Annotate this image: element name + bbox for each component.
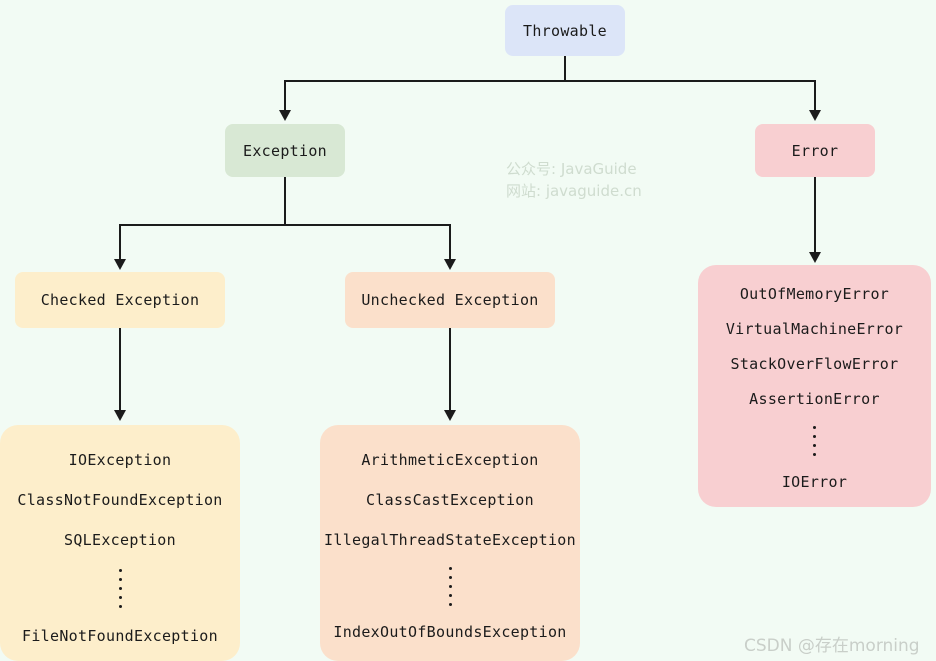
- list-item: VirtualMachineError: [725, 320, 904, 338]
- arrow-checked-to-list: [114, 410, 126, 421]
- node-checked-exception-label: Checked Exception: [40, 291, 200, 309]
- node-unchecked-exception[interactable]: Unchecked Exception: [345, 272, 555, 328]
- list-item: IOError: [781, 473, 848, 491]
- edge-to-checked: [119, 224, 121, 262]
- node-throwable[interactable]: Throwable: [505, 5, 625, 56]
- arrow-error-to-list: [809, 252, 821, 263]
- arrow-unchecked-to-list: [444, 410, 456, 421]
- arrow-to-error: [809, 110, 821, 121]
- node-exception-label: Exception: [243, 141, 327, 160]
- node-unchecked-exception-label: Unchecked Exception: [361, 291, 539, 309]
- edge-to-exception: [284, 80, 286, 112]
- arrow-to-checked: [114, 259, 126, 270]
- list-item: StackOverFlowError: [730, 355, 899, 373]
- list-item: SQLException: [64, 531, 176, 549]
- list-item: IOException: [68, 451, 172, 469]
- node-unchecked-list[interactable]: ArithmeticException ClassCastException I…: [320, 425, 580, 661]
- list-item: IllegalThreadStateException: [324, 531, 576, 549]
- node-exception[interactable]: Exception: [225, 124, 345, 177]
- list-item: ArithmeticException: [361, 451, 539, 469]
- list-item-ellipsis: [118, 566, 122, 611]
- list-item: AssertionError: [749, 390, 880, 408]
- csdn-watermark: CSDN @存在morning: [744, 636, 920, 656]
- node-error-label: Error: [791, 141, 839, 160]
- arrow-to-unchecked: [444, 259, 456, 270]
- list-item: ClassNotFoundException: [17, 491, 223, 509]
- list-item: ClassCastException: [366, 491, 534, 509]
- edge-throwable-stem: [564, 56, 566, 82]
- javaguide-watermark: 公众号: JavaGuide 网站: javaguide.cn: [506, 160, 642, 200]
- edge-checked-to-list: [119, 328, 121, 413]
- edge-exception-bus: [120, 224, 450, 226]
- edge-exception-stem: [284, 177, 286, 225]
- edge-unchecked-to-list: [449, 328, 451, 413]
- node-checked-list[interactable]: IOException ClassNotFoundException SQLEx…: [0, 425, 240, 661]
- node-error[interactable]: Error: [755, 124, 875, 177]
- node-checked-exception[interactable]: Checked Exception: [15, 272, 225, 328]
- edge-throwable-bus: [285, 80, 816, 82]
- edge-error-to-list: [814, 177, 816, 255]
- node-throwable-label: Throwable: [523, 21, 607, 40]
- list-item: OutOfMemoryError: [739, 285, 890, 303]
- list-item-ellipsis: [813, 423, 816, 459]
- list-item: FileNotFoundException: [22, 627, 218, 645]
- node-error-list[interactable]: OutOfMemoryError VirtualMachineError Sta…: [698, 265, 931, 507]
- edge-to-error: [814, 80, 816, 112]
- arrow-to-exception: [279, 110, 291, 121]
- edge-to-unchecked: [449, 224, 451, 262]
- list-item-ellipsis: [448, 564, 452, 609]
- list-item: IndexOutOfBoundsException: [333, 623, 567, 641]
